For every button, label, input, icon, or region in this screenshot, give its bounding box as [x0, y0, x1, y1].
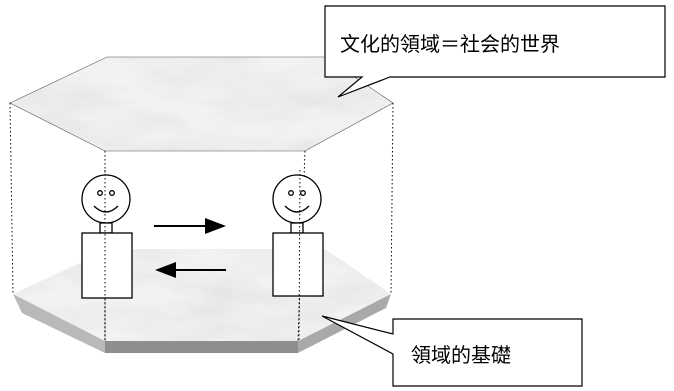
callout-top: 文化的領域＝社会的世界 [324, 5, 666, 98]
person-right-body [272, 232, 324, 297]
callout-top-text: 文化的領域＝社会的世界 [340, 32, 560, 56]
person-left-body [81, 232, 133, 299]
arrow-left [155, 262, 226, 278]
base-hexagon [13, 249, 391, 341]
person-left [81, 174, 133, 299]
person-right [272, 174, 324, 297]
connector-right [390, 102, 394, 295]
connector-left [9, 102, 14, 295]
person-left-head [81, 174, 131, 224]
person-right-head [272, 174, 322, 224]
base-side-left [13, 294, 105, 353]
callout-bottom: 領域的基礎 [321, 315, 583, 387]
base-side-front [105, 341, 298, 353]
arrow-right [154, 218, 226, 234]
callout-bottom-text: 領域的基礎 [411, 343, 511, 367]
base-prism-sides [13, 294, 391, 353]
